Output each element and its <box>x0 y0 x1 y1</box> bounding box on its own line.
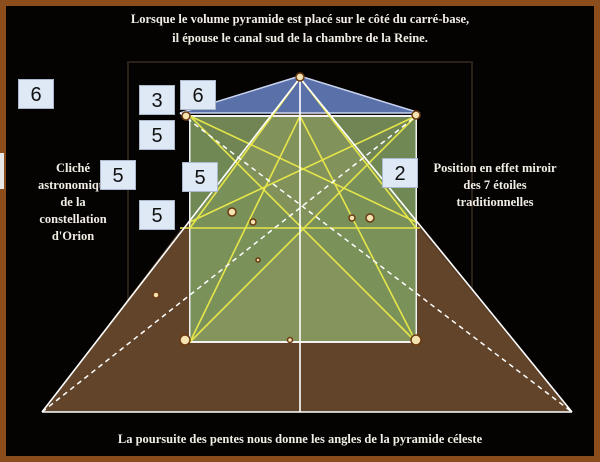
right-caption: Position en effet miroir des 7 étoiles t… <box>433 161 557 209</box>
bottom-caption: La poursuite des pentes nous donne les a… <box>117 432 483 446</box>
top-caption-line-2: il épouse le canal sud de la chambre de … <box>172 31 428 45</box>
number-badge[interactable]: 6 <box>180 80 216 110</box>
dashed-lines <box>41 112 573 413</box>
white-lines <box>41 77 573 413</box>
top-caption-line-1: Lorsque le volume pyramide est placé sur… <box>130 12 470 26</box>
top-caption: Lorsque le volume pyramide est placé sur… <box>0 10 600 48</box>
left-caption: Cliché astronomique de la constellation … <box>38 161 112 243</box>
number-badge[interactable]: 5 <box>139 200 175 230</box>
number-badge[interactable]: 3 <box>139 85 175 115</box>
number-badge[interactable]: 6 <box>18 79 54 109</box>
number-badge[interactable]: 2 <box>382 158 418 188</box>
star-dots <box>152 72 422 346</box>
number-badge[interactable]: 5 <box>139 120 175 150</box>
left-edge-marker <box>0 153 4 189</box>
number-badge[interactable]: 5 <box>182 162 218 192</box>
number-badge[interactable]: 5 <box>100 160 136 190</box>
